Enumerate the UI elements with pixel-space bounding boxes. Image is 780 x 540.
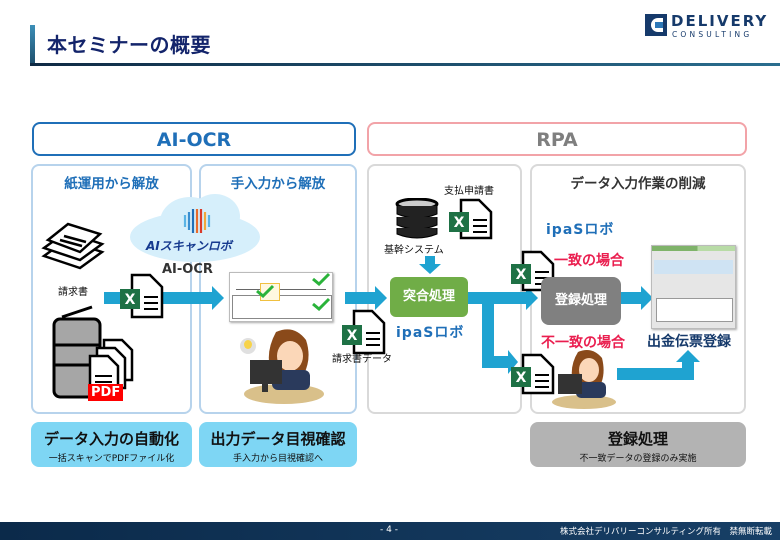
arrow-head — [375, 286, 387, 310]
cloud-shape — [190, 194, 240, 239]
logo-line2: CONSULTING — [672, 30, 753, 39]
payment-request-excel-icon: X — [449, 198, 493, 240]
excel-file-icon: X — [120, 273, 164, 319]
summary-box-registration: 登録処理 不一致データの登録のみ実施 — [530, 422, 746, 467]
copier-icon — [52, 305, 102, 399]
svg-text:X: X — [516, 267, 527, 283]
ai-scan-robo-logo-icon — [183, 209, 211, 233]
company-logo: DELIVERY CONSULTING — [645, 12, 775, 42]
svg-text:X: X — [347, 328, 358, 344]
ai-scan-robo-label: AIスキャンロボ — [146, 239, 232, 253]
check-icon — [312, 272, 331, 286]
panel-manual-input-release: 手入力から解放 — [199, 164, 357, 414]
paper-stack-icon — [41, 222, 105, 270]
check-icon — [256, 284, 275, 298]
flow-arrow-manual-entry — [682, 360, 694, 380]
mismatch-case-label: 不一致の場合 — [541, 335, 625, 351]
panel-paper-release: 紙運用から解放 — [31, 164, 192, 414]
title-accent-bar — [30, 25, 35, 65]
pdf-badge: PDF — [88, 384, 124, 401]
operator-person-icon — [244, 329, 324, 404]
flow-arrow-manual-entry — [617, 368, 694, 380]
flow-arrow-mismatch — [482, 356, 508, 368]
svg-text:X: X — [516, 370, 527, 386]
arrow-head — [676, 350, 700, 362]
svg-text:X: X — [125, 292, 136, 308]
summary-subtitle: 一括スキャンでPDFファイル化 — [48, 454, 175, 464]
arrow-head — [508, 350, 518, 374]
invoice-label: 請求書 — [58, 287, 88, 298]
logo-line1: DELIVERY — [671, 12, 769, 30]
arrow-head — [419, 264, 441, 274]
section-rpa-header: RPA — [367, 122, 747, 156]
arrow-head — [641, 286, 653, 310]
match-case-label: 一致の場合 — [554, 253, 624, 269]
arrow-head — [212, 286, 224, 310]
check-icon — [312, 297, 331, 311]
panel-heading: データ入力作業の削減 — [570, 176, 706, 192]
title-underline — [30, 63, 780, 66]
copyright-notice: 株式会社デリバリーコンサルティング所有 禁無断転載 — [560, 527, 772, 537]
page-title: 本セミナーの概要 — [47, 33, 211, 57]
page-number: - 4 - — [380, 525, 398, 535]
mismatch-excel-icon: X — [511, 353, 555, 395]
payment-request-label: 支払申請書 — [444, 186, 494, 197]
summary-subtitle: 手入力から目視確認へ — [232, 454, 323, 464]
panel-heading: 紙運用から解放 — [64, 176, 159, 192]
registration-process-box: 登録処理 — [541, 277, 621, 325]
voucher-registration-label: 出金伝票登録 — [647, 334, 731, 350]
invoice-data-label: 請求書データ — [332, 354, 392, 365]
ipaso-robo-logo: ipaSロボ — [546, 222, 615, 238]
pdf-document-stack-icon — [88, 338, 134, 398]
summary-title: 出力データ目視確認 — [210, 430, 346, 448]
footer-bar — [0, 522, 780, 540]
voucher-screen-thumbnail — [651, 245, 736, 329]
section-ai-ocr-header: AI-OCR — [32, 122, 356, 156]
flow-arrow-match — [468, 292, 526, 304]
summary-box-automation: データ入力の自動化 一括スキャンでPDFファイル化 — [31, 422, 192, 467]
logo-mark-icon — [645, 14, 667, 36]
matching-process-box: 突合処理 — [390, 277, 468, 317]
down-arrow — [425, 256, 435, 264]
flow-arrow-mismatch — [482, 298, 494, 364]
summary-title: データ入力の自動化 — [43, 430, 179, 448]
ipaso-robo-logo: ipaSロボ — [396, 325, 465, 341]
ai-ocr-engine-label: AI-OCR — [162, 262, 213, 277]
database-icon — [395, 198, 439, 239]
invoice-data-excel-icon: X — [342, 309, 386, 355]
panel-matching — [367, 164, 522, 414]
summary-box-visual-check: 出力データ目視確認 手入力から目視確認へ — [199, 422, 357, 467]
core-system-label: 基幹システム — [384, 245, 444, 256]
flow-arrow-register — [621, 292, 641, 304]
arrow-head — [526, 286, 538, 310]
summary-subtitle: 不一致データの登録のみ実施 — [579, 454, 697, 464]
lightbulb-icon — [240, 338, 256, 354]
flow-arrow-to-matching — [345, 292, 375, 304]
svg-text:X: X — [454, 215, 465, 231]
panel-heading: 手入力から解放 — [230, 176, 326, 192]
summary-title: 登録処理 — [607, 430, 668, 448]
operator-person-icon — [552, 350, 616, 409]
